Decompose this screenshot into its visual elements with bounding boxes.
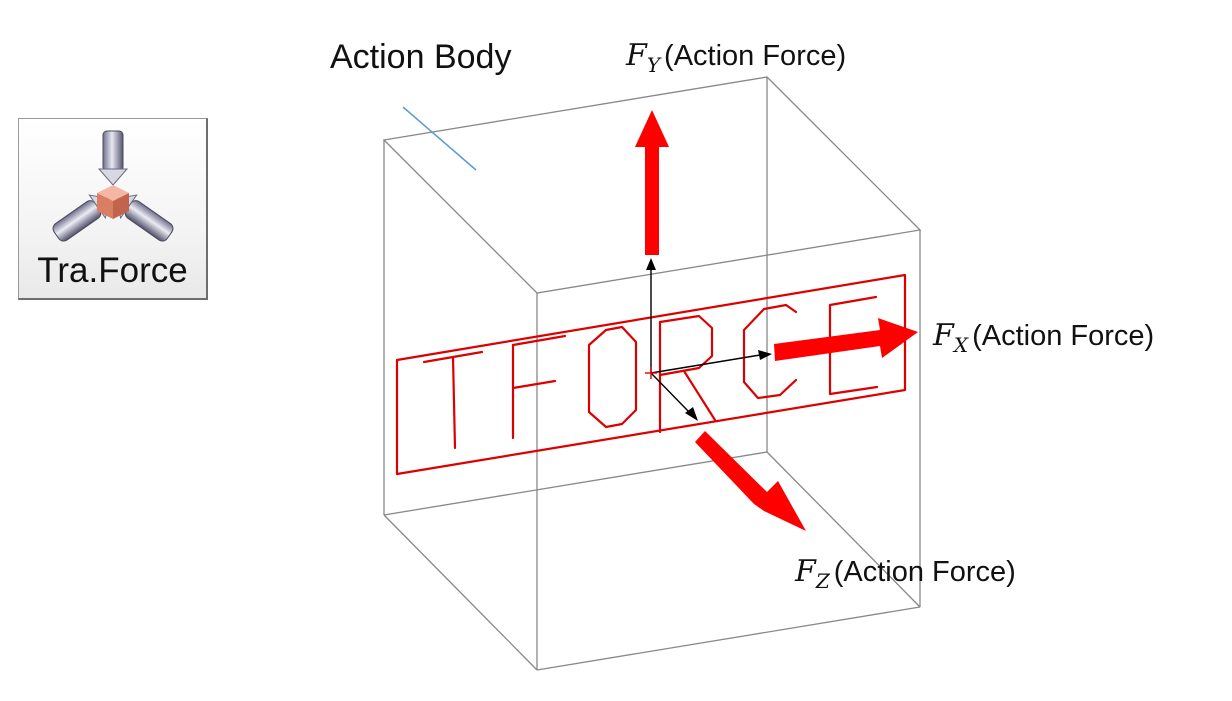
force-note: (Action Force) xyxy=(833,556,1016,588)
action-body-leader-line xyxy=(402,106,477,171)
fy-arrow xyxy=(635,110,669,255)
force-note: (Action Force) xyxy=(664,40,847,72)
force-label-y: FY(Action Force) xyxy=(626,38,847,77)
force-symbol: F xyxy=(795,554,816,589)
action-body-box xyxy=(382,76,922,671)
fz-arrow xyxy=(695,431,806,531)
force-note: (Action Force) xyxy=(972,320,1155,352)
force-subscript: Z xyxy=(815,569,830,593)
force-subscript: Y xyxy=(646,53,661,77)
force-symbol: F xyxy=(933,318,954,353)
tforce-marker xyxy=(395,273,907,476)
force-subscript: X xyxy=(953,333,969,357)
tra-force-button[interactable]: Tra.Force xyxy=(18,118,208,300)
tra-force-label: Tra.Force xyxy=(37,251,188,290)
force-arrows xyxy=(635,110,918,531)
force-label-x: FX(Action Force) xyxy=(933,318,1155,357)
force-symbol: F xyxy=(626,38,647,73)
action-body-label: Action Body xyxy=(330,38,512,76)
fx-arrow xyxy=(774,318,918,361)
local-axes xyxy=(645,258,772,421)
translational-force-icon xyxy=(52,130,174,242)
force-label-z: FZ(Action Force) xyxy=(795,554,1016,593)
